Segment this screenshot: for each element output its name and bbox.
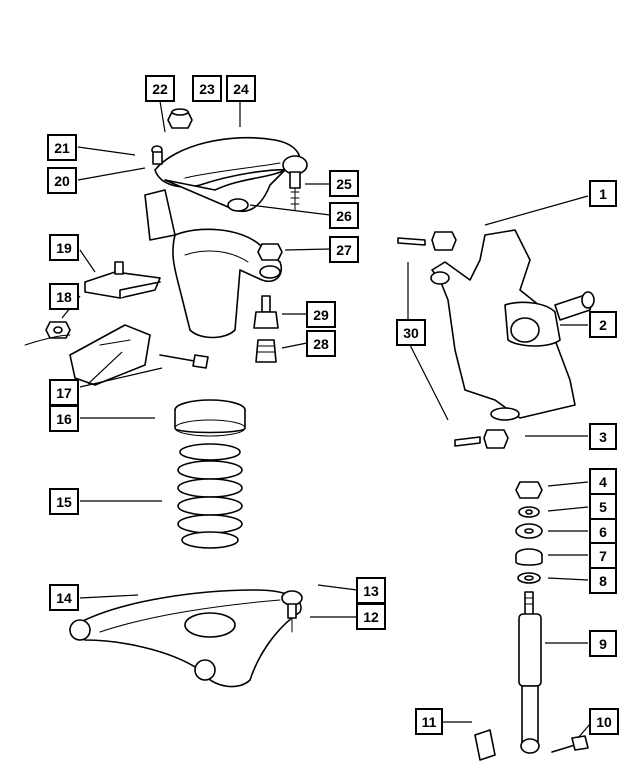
- callout-4: 4: [589, 468, 617, 495]
- callout-11: 11: [415, 708, 443, 735]
- upper-control-arm: [154, 136, 301, 212]
- spring-seat: [174, 399, 246, 437]
- svg-text:15: 15: [56, 494, 72, 510]
- svg-text:28: 28: [313, 336, 329, 352]
- shock-nut-lower: [474, 729, 496, 761]
- callout-16: 16: [49, 405, 79, 432]
- svg-text:27: 27: [336, 242, 352, 258]
- callout-21: 21: [47, 134, 77, 161]
- shock-retainer: [517, 572, 541, 584]
- callout-3: 3: [589, 423, 617, 450]
- callout-18: 18: [49, 283, 79, 310]
- callout-24: 24: [226, 75, 256, 102]
- leader-lines: [61, 100, 591, 739]
- callout-9: 9: [589, 630, 617, 657]
- callout-2: 2: [589, 311, 617, 338]
- shock-nut: [515, 481, 543, 499]
- svg-text:2: 2: [599, 317, 607, 333]
- nut-27: [257, 243, 283, 261]
- shock-absorber: [518, 591, 542, 754]
- steering-knuckle: [430, 229, 595, 421]
- svg-text:22: 22: [152, 81, 168, 97]
- shock-grommet-lower: [515, 548, 543, 566]
- frame-rail: [24, 324, 151, 386]
- shock-bolt: [551, 735, 589, 753]
- svg-text:10: 10: [596, 714, 612, 730]
- svg-text:3: 3: [599, 429, 607, 445]
- svg-text:6: 6: [599, 524, 607, 540]
- cotter-pin-upper: [397, 231, 457, 251]
- callout-20: 20: [47, 167, 77, 194]
- cotter-pin-lower: [454, 429, 509, 449]
- svg-text:21: 21: [54, 140, 70, 156]
- callout-12: 12: [356, 603, 386, 630]
- callout-14: 14: [49, 584, 79, 611]
- frame-bracket: [144, 189, 282, 339]
- callout-19: 19: [49, 234, 79, 261]
- svg-text:11: 11: [422, 714, 437, 730]
- svg-text:7: 7: [599, 548, 607, 564]
- callout-23: 23: [192, 75, 222, 102]
- svg-text:23: 23: [199, 81, 215, 97]
- svg-text:13: 13: [363, 583, 379, 599]
- svg-text:16: 16: [56, 411, 72, 427]
- svg-text:12: 12: [363, 609, 379, 625]
- mount-bracket: [84, 261, 161, 299]
- svg-text:29: 29: [313, 307, 329, 323]
- svg-text:8: 8: [599, 573, 607, 589]
- lower-control-arm: [69, 589, 302, 688]
- callout-5: 5: [589, 493, 617, 520]
- upper-ball-joint: [282, 155, 308, 211]
- callout-6: 6: [589, 518, 617, 545]
- lower-ball-joint: [281, 590, 303, 633]
- callout-25: 25: [329, 170, 359, 197]
- svg-text:14: 14: [56, 590, 72, 606]
- callout-28: 28: [306, 330, 336, 357]
- callout-29: 29: [306, 301, 336, 328]
- coil-spring: [177, 443, 243, 549]
- svg-text:9: 9: [599, 636, 607, 652]
- svg-text:1: 1: [599, 186, 607, 202]
- upper-arm-stud: [151, 145, 163, 165]
- svg-text:17: 17: [56, 385, 72, 401]
- callout-30: 30: [396, 319, 426, 346]
- nut-23: [167, 108, 193, 129]
- bolt-17: [159, 354, 209, 369]
- callout-17: 17: [49, 379, 79, 406]
- callout-22: 22: [145, 75, 175, 102]
- callout-10: 10: [589, 708, 619, 735]
- svg-text:30: 30: [403, 325, 419, 341]
- svg-text:18: 18: [56, 289, 72, 305]
- callout-13: 13: [356, 577, 386, 604]
- bumper-stop: [253, 295, 279, 363]
- svg-text:5: 5: [599, 499, 607, 515]
- callout-8: 8: [589, 567, 617, 594]
- callout-1: 1: [589, 180, 617, 207]
- svg-text:26: 26: [336, 208, 352, 224]
- shock-washer-upper: [518, 506, 540, 518]
- svg-text:19: 19: [56, 240, 72, 256]
- shock-grommet-upper: [515, 523, 543, 539]
- callout-7: 7: [589, 542, 617, 569]
- svg-text:24: 24: [233, 81, 249, 97]
- svg-text:25: 25: [336, 176, 352, 192]
- callout-26: 26: [329, 202, 359, 229]
- callout-27: 27: [329, 236, 359, 263]
- svg-text:20: 20: [54, 173, 70, 189]
- nut-18: [45, 321, 71, 339]
- svg-text:4: 4: [599, 474, 607, 490]
- callout-15: 15: [49, 488, 79, 515]
